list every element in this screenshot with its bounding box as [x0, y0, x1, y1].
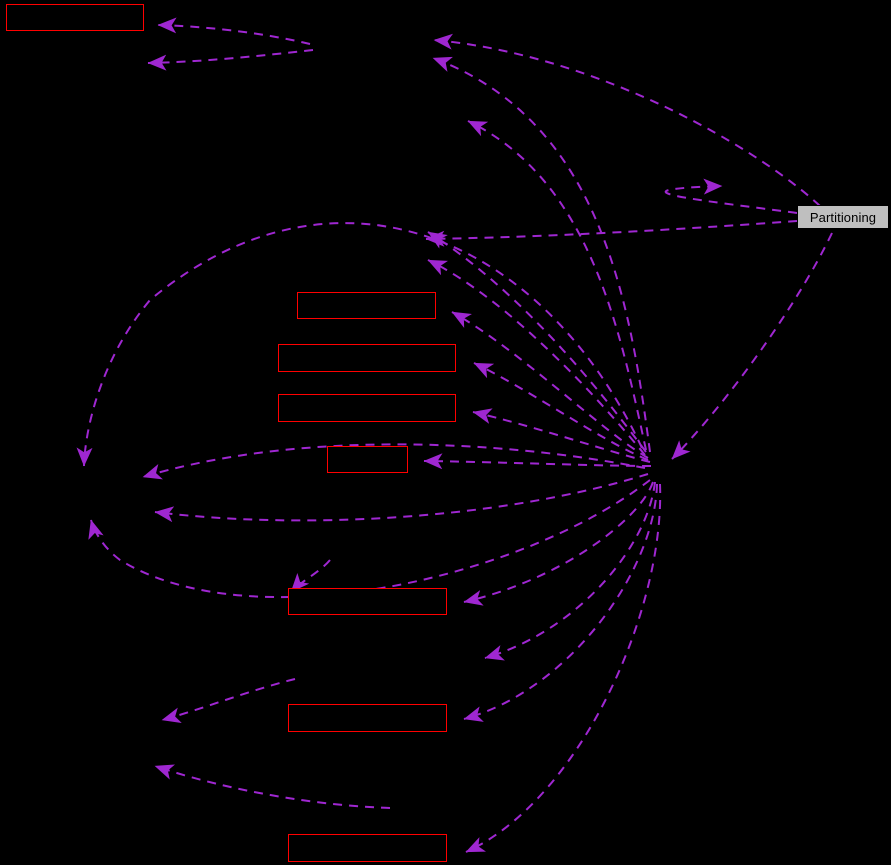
node-1-label — [7, 5, 143, 30]
node-4[interactable] — [278, 394, 456, 422]
node-6[interactable] — [288, 588, 447, 615]
edge-hub-to-node-7 — [463, 483, 658, 722]
node-3[interactable] — [278, 344, 456, 372]
edge-hub-to-node-4 — [472, 408, 651, 463]
edge-root-to-hub — [671, 232, 833, 460]
node-5[interactable] — [327, 446, 408, 473]
edge-hub-to-a258 — [427, 259, 646, 456]
edge-hub-top-3 — [467, 120, 647, 451]
edge-group — [76, 17, 833, 853]
edge-hub-to-left-bottom — [88, 479, 651, 599]
edge-hub-to-node-5 — [423, 453, 652, 470]
edge-hub-to-node-3 — [473, 362, 649, 461]
node-partitioning[interactable]: Partitioning — [797, 205, 889, 229]
edge-to-node-1 — [157, 17, 311, 45]
node-1[interactable] — [6, 4, 144, 31]
node-4-label — [279, 395, 455, 421]
edge-hub-to-node-2 — [451, 311, 649, 459]
node-6-label — [289, 589, 446, 614]
node-2[interactable] — [297, 292, 436, 319]
edge-hub-to-free-658 — [484, 481, 656, 661]
node-7-label — [289, 705, 446, 731]
edge-to-free-720 — [161, 678, 296, 724]
edge-to-free-766 — [154, 764, 391, 809]
node-partitioning-label: Partitioning — [809, 209, 877, 225]
edge-root-to-upper — [664, 178, 798, 214]
node-2-label — [298, 293, 435, 318]
edge-to-free-63 — [147, 49, 314, 71]
edge-hub-to-node-6 — [463, 481, 654, 606]
edge-hub-to-left-a510 — [154, 473, 649, 523]
node-3-label — [279, 345, 455, 371]
node-8-label — [289, 835, 446, 861]
node-5-label — [328, 447, 407, 472]
edge-node-6-stub — [290, 559, 331, 593]
edge-hub-top-2 — [432, 56, 651, 453]
edge-hub-to-node-8 — [465, 483, 662, 853]
edge-hub-to-left-a478 — [142, 443, 646, 480]
edge-root-top-1 — [433, 33, 821, 207]
edge-hub-to-a228 — [427, 231, 647, 453]
edge-hub-to-left-top — [76, 222, 643, 467]
edge-root-left-mid — [425, 220, 798, 247]
node-8[interactable] — [288, 834, 447, 862]
node-7[interactable] — [288, 704, 447, 732]
